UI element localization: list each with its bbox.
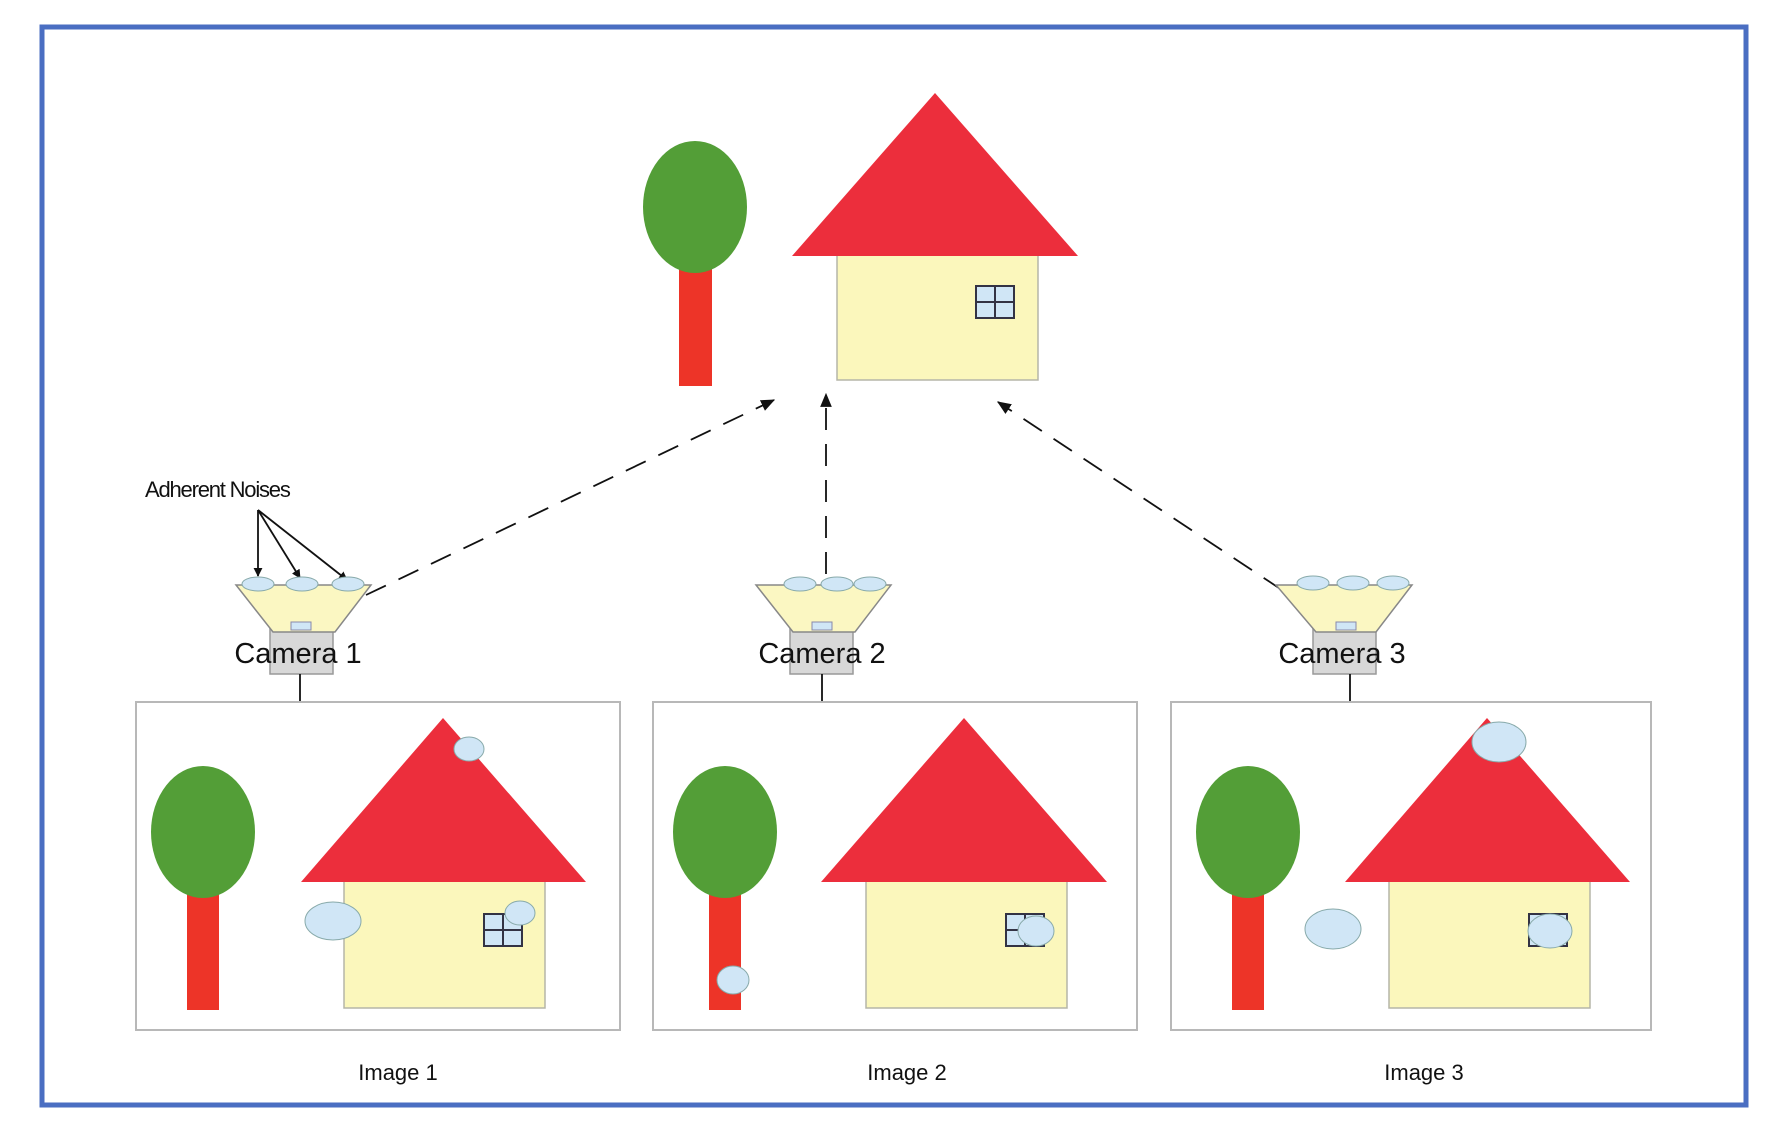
image-3-tree-trunk — [1232, 892, 1264, 1010]
main-scene — [643, 93, 1078, 386]
image-1-noise-drop — [304, 901, 362, 941]
image-1-noise-drop — [504, 900, 536, 926]
image-2-noise-drop — [1017, 915, 1055, 947]
camera-1-label: Camera 1 — [234, 638, 361, 670]
camera-1-noise-drop — [285, 576, 319, 592]
projection-arrow-1 — [365, 399, 776, 596]
adherent-noises-arrows — [253, 509, 348, 581]
camera-3-noise-drop — [1336, 575, 1370, 591]
image-1-noise-drop — [453, 736, 485, 762]
projection-arrows — [365, 392, 1283, 610]
image-2-panel: Image 2 — [652, 701, 1138, 1085]
camera-2-label: Camera 2 — [758, 638, 885, 670]
image-3-noise-drop — [1471, 721, 1527, 763]
projection-arrow-3 — [997, 401, 1283, 591]
camera-2-shutter — [811, 621, 833, 631]
camera-1-body — [269, 624, 334, 675]
image-3-noise-drop — [1304, 908, 1362, 950]
image-2-tree-foliage — [673, 766, 777, 898]
outer-frame — [39, 24, 1749, 1108]
camera-1-lens — [234, 584, 373, 633]
main-tree-foliage — [643, 141, 747, 273]
image-1-tree-trunk — [187, 892, 219, 1010]
camera-2: Camera 2 — [754, 576, 893, 734]
image-3-label: Image 3 — [1384, 1060, 1464, 1085]
main-tree — [643, 141, 747, 386]
camera-3-noise-drop — [1376, 575, 1410, 591]
camera-2-noise-drop — [853, 576, 887, 592]
camera-3-shutter — [1335, 621, 1357, 631]
image-1-label: Image 1 — [358, 1060, 438, 1085]
image-1-house-roof — [301, 718, 586, 882]
camera-3-noise-drop — [1296, 575, 1330, 591]
camera-1: Camera 1 — [234, 576, 373, 734]
main-house-roof — [792, 93, 1078, 256]
camera-2-noise-drop — [783, 576, 817, 592]
camera-1-noise-drop — [241, 576, 275, 592]
camera-2-noise-drop — [820, 576, 854, 592]
image-3-tree-foliage — [1196, 766, 1300, 898]
camera-3-label: Camera 3 — [1278, 638, 1405, 670]
image-1-panel: Image 1 — [135, 701, 621, 1085]
image-2-label: Image 2 — [867, 1060, 947, 1085]
image-1-tree-foliage — [151, 766, 255, 898]
camera-3: Camera 3 — [1274, 575, 1414, 734]
image-3-noise-drop — [1527, 913, 1573, 949]
main-tree-trunk — [679, 268, 712, 386]
camera-1-noise-drop — [331, 576, 365, 592]
camera-2-body — [789, 624, 854, 675]
camera-1-shutter — [290, 621, 312, 631]
image-2-noise-drop — [716, 965, 750, 995]
image-2-house-roof — [821, 718, 1107, 882]
main-house-window — [975, 285, 1015, 319]
image-3-house-roof — [1345, 718, 1630, 882]
main-house — [792, 93, 1078, 381]
adherent-noises-label: Adherent Noises — [145, 477, 291, 502]
image-3-panel: Image 3 — [1170, 701, 1652, 1085]
